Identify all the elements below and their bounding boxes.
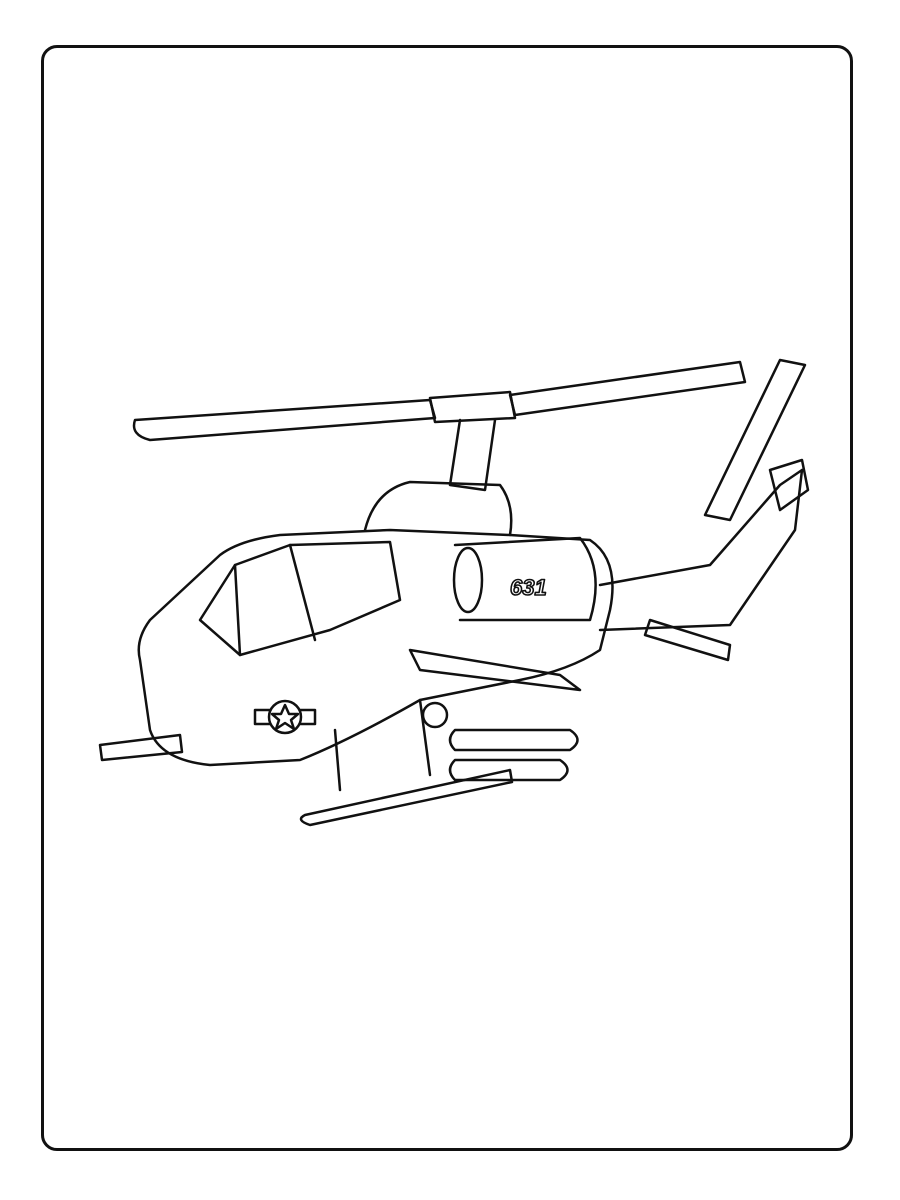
rocket-pod bbox=[448, 728, 579, 752]
rocket-launcher-drum bbox=[421, 701, 449, 729]
engine-nacelle bbox=[453, 536, 597, 622]
landing-skid bbox=[299, 768, 514, 827]
rotor-hub bbox=[428, 390, 517, 424]
tail-fin bbox=[768, 458, 810, 512]
helicopter-illustration: 631 bbox=[90, 320, 820, 880]
cockpit-canopy bbox=[198, 540, 402, 657]
rocket-pod-lower bbox=[448, 758, 569, 782]
engine-cowling bbox=[363, 480, 513, 537]
main-rotor-left-blade bbox=[132, 398, 437, 442]
fuselage-number: 631 bbox=[510, 575, 547, 600]
horizontal-stabilizer bbox=[643, 618, 732, 662]
star-roundel-insignia bbox=[253, 699, 317, 735]
fuselage bbox=[137, 528, 614, 767]
tail-boom bbox=[598, 468, 804, 632]
tail-rotor bbox=[703, 358, 807, 522]
landing-skid-struts bbox=[333, 698, 432, 792]
nose-gun bbox=[98, 733, 184, 762]
main-rotor-right-blade bbox=[508, 360, 747, 417]
rotor-mast bbox=[448, 418, 497, 492]
coloring-page-frame bbox=[41, 45, 853, 1151]
stub-wing bbox=[408, 648, 582, 692]
engine-intake bbox=[452, 546, 484, 614]
canopy-frame bbox=[233, 543, 317, 657]
